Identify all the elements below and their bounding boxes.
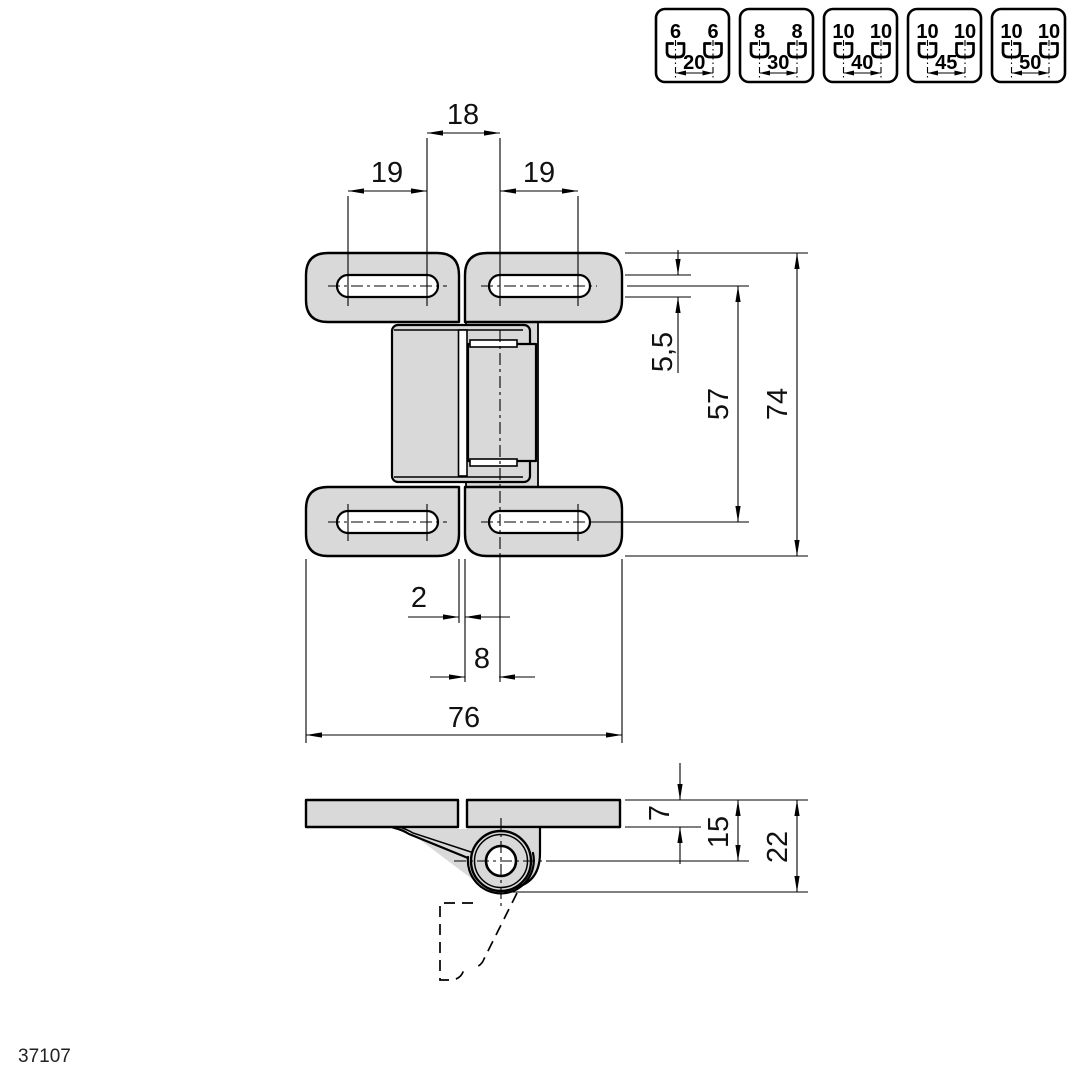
dim-overall-depth: 22 [762, 831, 794, 863]
slot-size-left: 10 [832, 21, 854, 43]
groove-spacing: 30 [767, 52, 789, 74]
dim-center-gap: 18 [447, 99, 479, 131]
dim-slot-length-right: 19 [523, 157, 555, 189]
left-leaf-edge [304, 798, 460, 829]
groove-spacing: 45 [935, 52, 957, 74]
badge-frame [906, 7, 983, 84]
knuckle-barrel [466, 342, 538, 463]
wrap-arc [466, 851, 535, 895]
phantom-open-leaf [439, 892, 518, 981]
slot-end-ticks-bottom [347, 504, 579, 541]
slot-size-left: 10 [916, 21, 938, 43]
dim-slot-row-span: 57 [703, 388, 735, 420]
pin-centerlines [454, 818, 549, 908]
badge-frame [738, 7, 815, 84]
top-view: 18 19 19 5,5 57 74 2 8 76 [304, 99, 808, 743]
hinge-slit [457, 329, 468, 477]
compat-badge-2: 8 8 30 [738, 7, 815, 84]
groove-spacing: 40 [851, 52, 873, 74]
groove-spacing: 20 [683, 52, 705, 74]
dim-leaf-gap: 2 [411, 582, 427, 614]
dim-leaf-thickness: 7 [644, 805, 676, 821]
dim-slot-width: 5,5 [647, 332, 679, 372]
badge-frame [990, 7, 1067, 84]
right-leaf-edge [465, 798, 622, 829]
compat-badge-5: 10 10 50 [990, 7, 1067, 84]
side-extension-lines [505, 799, 808, 893]
extension-lines-bottom [305, 556, 623, 743]
dim-overall-width: 76 [448, 702, 480, 734]
dim-pin-axis-depth: 15 [703, 816, 735, 848]
slot-centerlines [328, 285, 597, 523]
slot-size-left: 8 [754, 21, 765, 43]
badge-frame [822, 7, 899, 84]
compat-badge-3: 10 10 40 [822, 7, 899, 84]
slot-size-left: 10 [1000, 21, 1022, 43]
wrap-arm-inner [400, 826, 472, 853]
compat-badges: 6 6 20 8 8 30 10 10 40 [654, 7, 1067, 84]
dim-overall-height: 74 [762, 388, 794, 420]
badge-frame [654, 7, 731, 84]
barrel-top-gap [469, 339, 518, 348]
side-view: 7 15 22 [304, 763, 808, 981]
dim-pin-offset: 8 [474, 643, 490, 675]
dim-slot-length-left: 19 [371, 157, 403, 189]
slot-size-left: 6 [670, 21, 681, 43]
slot-size-right: 6 [707, 21, 718, 43]
extension-lines-right [592, 252, 808, 557]
barrel-bottom-gap [469, 458, 518, 467]
extension-lines-top [347, 138, 579, 306]
slot-size-right: 8 [791, 21, 802, 43]
groove-spacing: 50 [1019, 52, 1041, 74]
compat-badge-4: 10 10 45 [906, 7, 983, 84]
slot-size-right: 10 [954, 21, 976, 43]
slot-size-right: 10 [870, 21, 892, 43]
slot-size-right: 10 [1038, 21, 1060, 43]
compat-badge-1: 6 6 20 [654, 7, 731, 84]
wrap-arm-outer [391, 826, 470, 860]
part-number: 37107 [18, 1046, 71, 1067]
